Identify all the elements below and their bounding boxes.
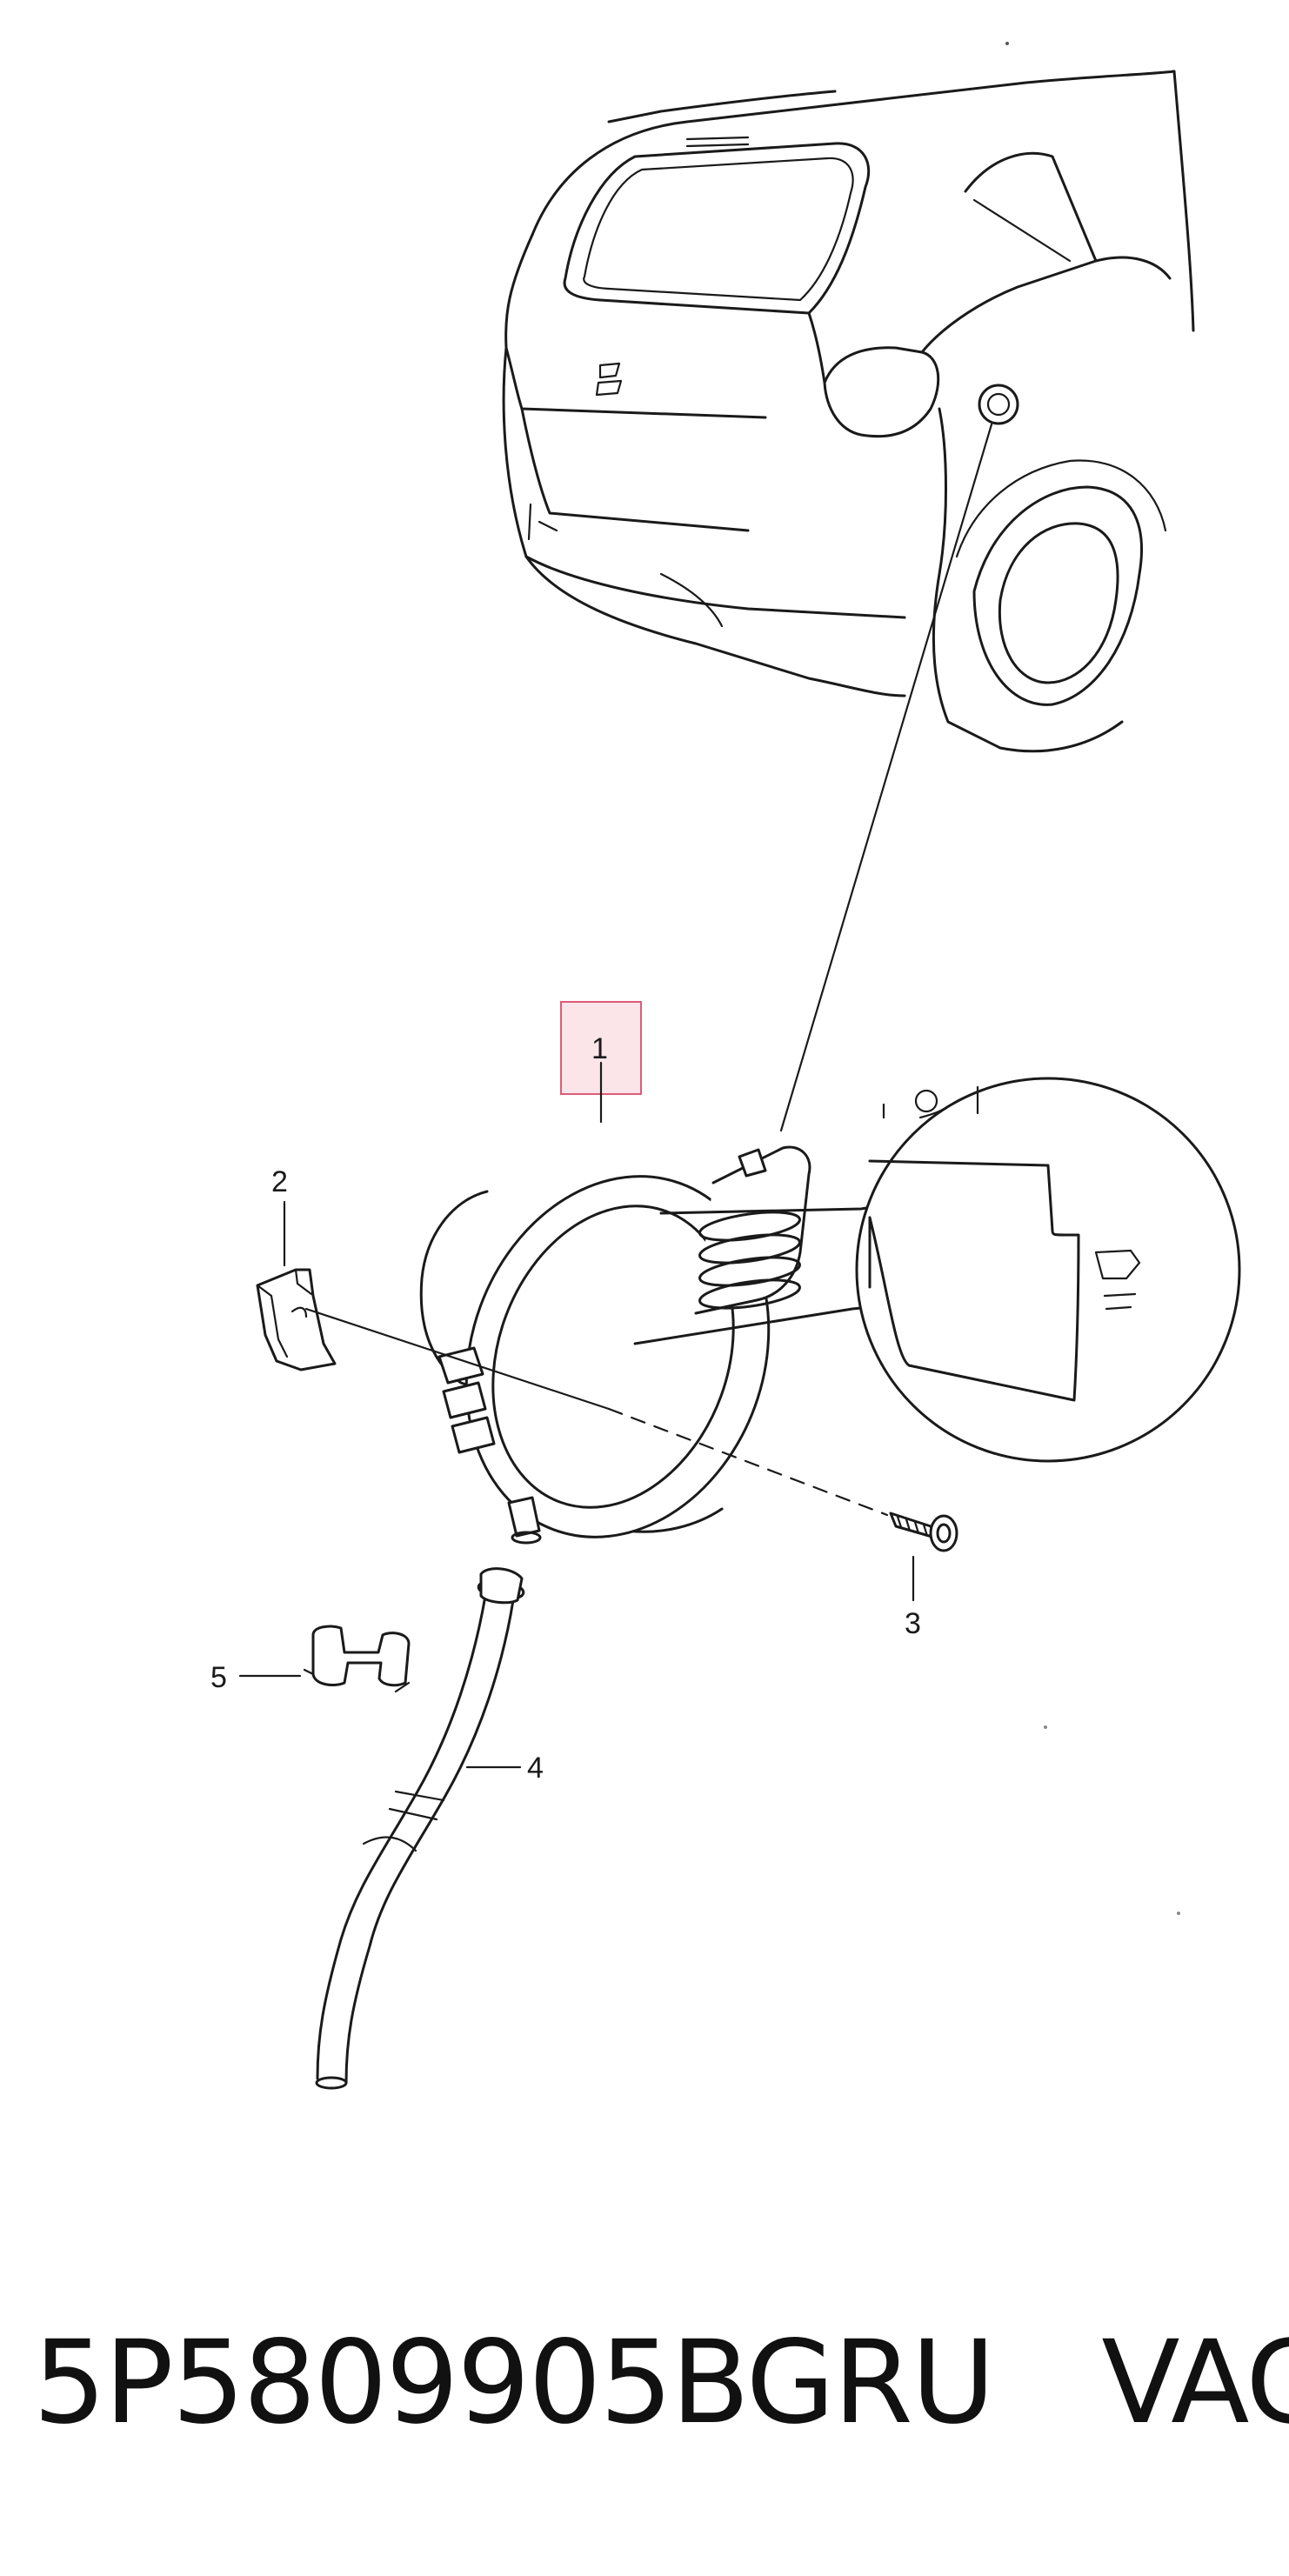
drain-hose-icon bbox=[315, 1567, 525, 2090]
leader-line-car bbox=[779, 423, 993, 1132]
retaining-clip-icon bbox=[256, 1268, 337, 1371]
fuel-filler-flap-icon bbox=[419, 1077, 1241, 1545]
brand-label: VAG bbox=[1101, 2316, 1289, 2450]
callout-5-label: 5 bbox=[210, 1661, 227, 1694]
callout-4-label: 4 bbox=[527, 1752, 544, 1785]
callout-1-label: 1 bbox=[591, 1032, 608, 1065]
car-rear-view-icon bbox=[502, 70, 1195, 753]
scan-dot bbox=[1005, 42, 1009, 45]
leader-line-clip bbox=[304, 1307, 611, 1411]
callout-2-label: 2 bbox=[271, 1165, 288, 1198]
part-caption: 5P5809905BGRU VAG bbox=[33, 2313, 1289, 2453]
scan-dot bbox=[1044, 1725, 1047, 1729]
callout-3-label: 3 bbox=[905, 1607, 921, 1640]
scan-dot bbox=[1177, 1912, 1180, 1915]
screw-icon bbox=[889, 1512, 958, 1552]
hose-clip-icon bbox=[303, 1625, 411, 1693]
leader-line-screw bbox=[607, 1407, 889, 1517]
part-number: 5P5809905BGRU bbox=[33, 2316, 995, 2450]
